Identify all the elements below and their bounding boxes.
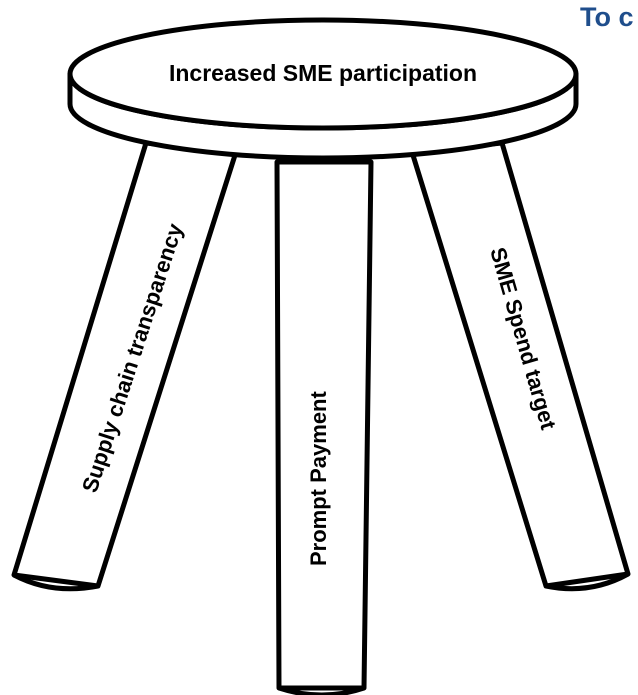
stool-leg-left: Supply chain transparency bbox=[11, 140, 239, 592]
stool-leg-right: SME Spend target bbox=[409, 140, 631, 592]
stool-seat-top bbox=[67, 17, 579, 131]
page-title-fragment: To c bbox=[580, 2, 634, 32]
stool-leg-middle: Prompt Payment bbox=[274, 159, 374, 695]
leg-label-middle: Prompt Payment bbox=[306, 391, 331, 566]
seat-label: Increased SME participation bbox=[169, 60, 477, 86]
